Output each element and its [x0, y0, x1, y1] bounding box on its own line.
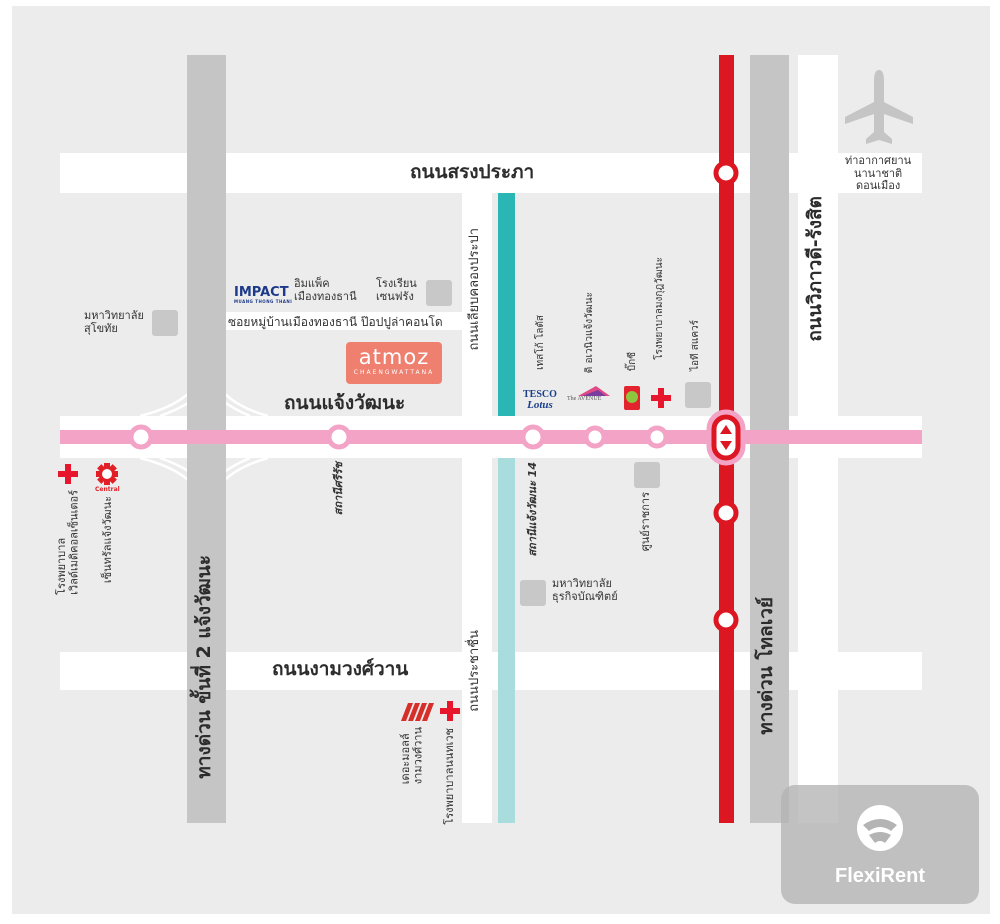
label-tesco: เทสโก้ โลตัส	[535, 315, 546, 370]
label-station-sri-rat: สถานีศรีรัช	[332, 462, 345, 516]
bigc-logo-icon	[624, 386, 640, 410]
label-vibhavadi: ถนนวิภาวดี-รังสิต	[804, 196, 826, 342]
label-central: เซ็นทรัลแจ้งวัฒนะ	[101, 496, 114, 584]
central-logo-text: Central	[95, 486, 120, 493]
business-univ-marker[interactable]	[520, 580, 546, 606]
label-expressway-tollway: ทางด่วน โทลเวย์	[755, 597, 777, 735]
sukhothai-univ-marker[interactable]	[152, 310, 178, 336]
pink-line	[60, 430, 922, 444]
interchange-station-inner[interactable]	[711, 414, 741, 461]
hospital-nonthavej-cross-icon[interactable]	[440, 701, 460, 721]
pink-station-chaengwattana14[interactable]	[520, 424, 546, 450]
label-airport: ท่าอากาศยาน นานาชาติ ดอนเมือง	[845, 154, 912, 193]
label-expressway-stage2: ทางด่วน ขั้นที่ 2 แจ้งวัฒนะ	[193, 555, 215, 779]
interchange-down-arrow-icon	[720, 441, 732, 450]
label-chaengwattana: ถนนแจ้งวัฒนะ	[284, 392, 406, 414]
school-marker[interactable]	[426, 280, 452, 306]
flexirent-brand-name: FlexiRent	[834, 865, 926, 887]
tesco-logo-bottom: Lotus	[527, 399, 553, 411]
hospital-worldmedical-cross-icon[interactable]	[58, 464, 78, 484]
atmoz-logo-text: atmoz	[358, 345, 430, 369]
tesco-logo: TESCO Lotus	[523, 390, 557, 411]
label-ngamwongwan: ถนนงามวงศ์วาน	[272, 658, 409, 680]
atmoz-logo[interactable]: atmoz CHAENGWATTANA	[346, 342, 442, 384]
pink-station-4[interactable]	[583, 425, 607, 449]
impact-logo-sub: MUANG THONG THANI	[234, 298, 293, 304]
label-hospital-nonthavej: โรงพยาบาลนนทเวช	[443, 728, 456, 825]
interchange-up-arrow-icon	[720, 425, 732, 434]
label-mall-ngamwongwan: เดอะมอลล์ งามวงศ์วาน	[399, 727, 425, 785]
red-station-2[interactable]	[713, 500, 739, 526]
label-hospital-mongkut: โรงพยาบาลมงกุฎวัฒนะ	[654, 257, 665, 360]
label-soi: ซอยหมู่บ้านเมืองทองธานี ป๊อปปูล่าคอนโด	[228, 315, 443, 329]
road-soi-muangthong	[226, 312, 462, 330]
pink-station-5[interactable]	[645, 425, 669, 449]
red-station-3[interactable]	[713, 607, 739, 633]
flexirent-watermark: FlexiRent	[781, 785, 979, 904]
label-station-chaengwattana14: สถานีแจ้งวัฒนะ 14	[526, 462, 539, 557]
pink-station-1[interactable]	[128, 424, 154, 450]
label-sukhothai-univ: มหาวิทยาลัย สุโขทัย	[84, 309, 144, 335]
label-it-square: ไอที สแควร์	[690, 320, 701, 372]
road-prachachuen	[462, 458, 492, 823]
label-songprapa: ถนนสรงประภา	[410, 161, 535, 183]
label-bigc: บิ๊กซี	[627, 352, 638, 372]
label-business-univ: มหาวิทยาลัย ธุรกิจบัณฑิตย์	[552, 577, 618, 603]
avenue-logo: The AVENUE	[567, 396, 602, 402]
tesco-logo-top: TESCO	[523, 389, 557, 400]
label-hospital-central: โรงพยาบาล เวิลด์เมดิคอลเซ็นเตอร์	[55, 490, 81, 595]
label-khlong-prapa: ถนนเลียบคลองประปา	[467, 228, 482, 351]
label-satit-school: โรงเรียน เซนฟรัง	[376, 277, 417, 303]
flexirent-logo-icon	[857, 805, 903, 851]
road-khlong-prapa	[462, 193, 492, 416]
label-avenue: ดิ อเวนิวแจ้งวัฒนะ	[584, 292, 595, 374]
atmoz-logo-sub: CHAENGWATTANA	[353, 369, 435, 376]
teal-line-north	[498, 193, 515, 416]
pink-station-sri-rat[interactable]	[326, 424, 352, 450]
gov-center-marker[interactable]	[634, 462, 660, 488]
hospital-mongkut-cross-icon[interactable]	[651, 388, 671, 408]
teal-line-south	[498, 458, 515, 823]
label-prachachuen: ถนนประชาชื่น	[467, 630, 482, 712]
airplane-icon	[845, 70, 913, 144]
label-gov-center: ศูนย์ราชการ	[639, 492, 652, 552]
label-impact: อิมแพ็ค เมืองทองธานี	[294, 277, 357, 303]
impact-logo-text: IMPACT	[234, 285, 289, 300]
impact-logo: IMPACT MUANG THONG THANI	[234, 285, 293, 305]
it-square-marker[interactable]	[685, 382, 711, 408]
red-station-1[interactable]	[713, 160, 739, 186]
